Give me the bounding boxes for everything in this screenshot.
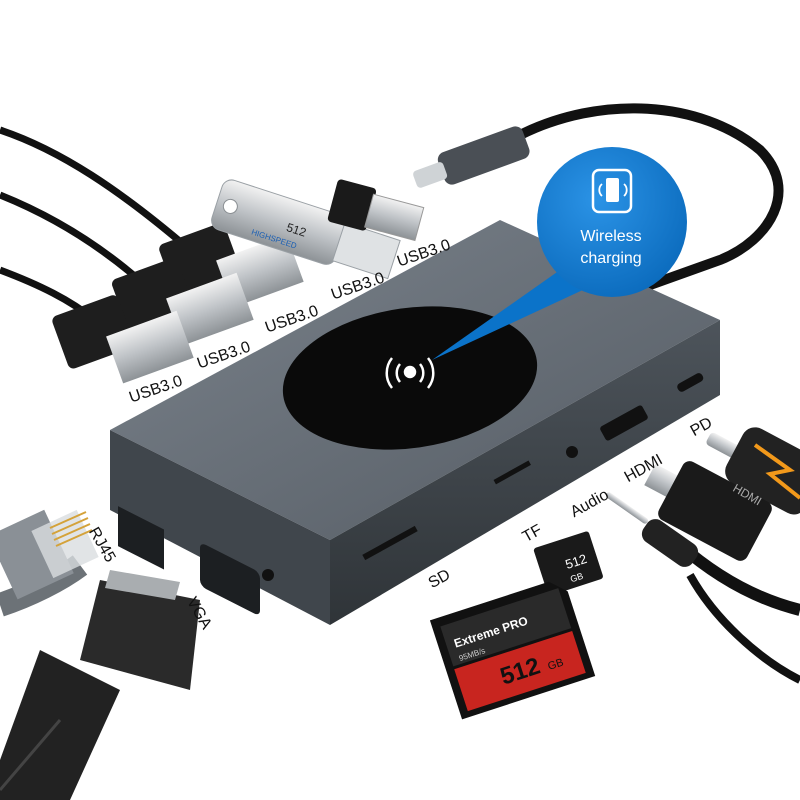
sd-card: Extreme PRO 95MB/s 512 GB (429, 581, 596, 720)
rj45-port (118, 506, 164, 570)
usb-flash-drive: 512 HIGHSPEED (211, 179, 401, 280)
usb-c-plug (413, 126, 530, 188)
hub-front (110, 430, 330, 625)
usb-c-hub (110, 220, 720, 625)
rj45-cable (0, 509, 99, 617)
tf-card-capacity: 512 (563, 551, 588, 572)
sd-card-unit: GB (546, 657, 565, 673)
flash-drive-capacity: 512 (285, 220, 309, 240)
wireless-signal-icon (385, 357, 435, 389)
tf-card-unit: GB (569, 571, 584, 585)
usb-a-cable-3 (0, 266, 194, 384)
dc-port (262, 569, 274, 581)
hub-side (330, 320, 720, 625)
sd-slot (362, 525, 418, 561)
callout-line-2: charging (580, 250, 642, 267)
usb-receiver (327, 179, 425, 242)
usb-c-cable (515, 103, 784, 290)
tf-slot (493, 460, 531, 485)
wireless-charging-phone-icon (591, 168, 633, 214)
pd-port (677, 373, 704, 392)
vga-cable (0, 570, 200, 800)
hdmi-port (600, 405, 648, 441)
vga-port (200, 544, 260, 615)
callout-bubble (537, 147, 687, 297)
callout-line-1: Wireless (580, 228, 642, 245)
audio-jack (605, 492, 800, 684)
audio-port (566, 446, 578, 458)
callout-text: Wireless charging (548, 226, 674, 270)
tf-card: 512 GB (533, 531, 603, 596)
callout-pointer (432, 270, 600, 360)
